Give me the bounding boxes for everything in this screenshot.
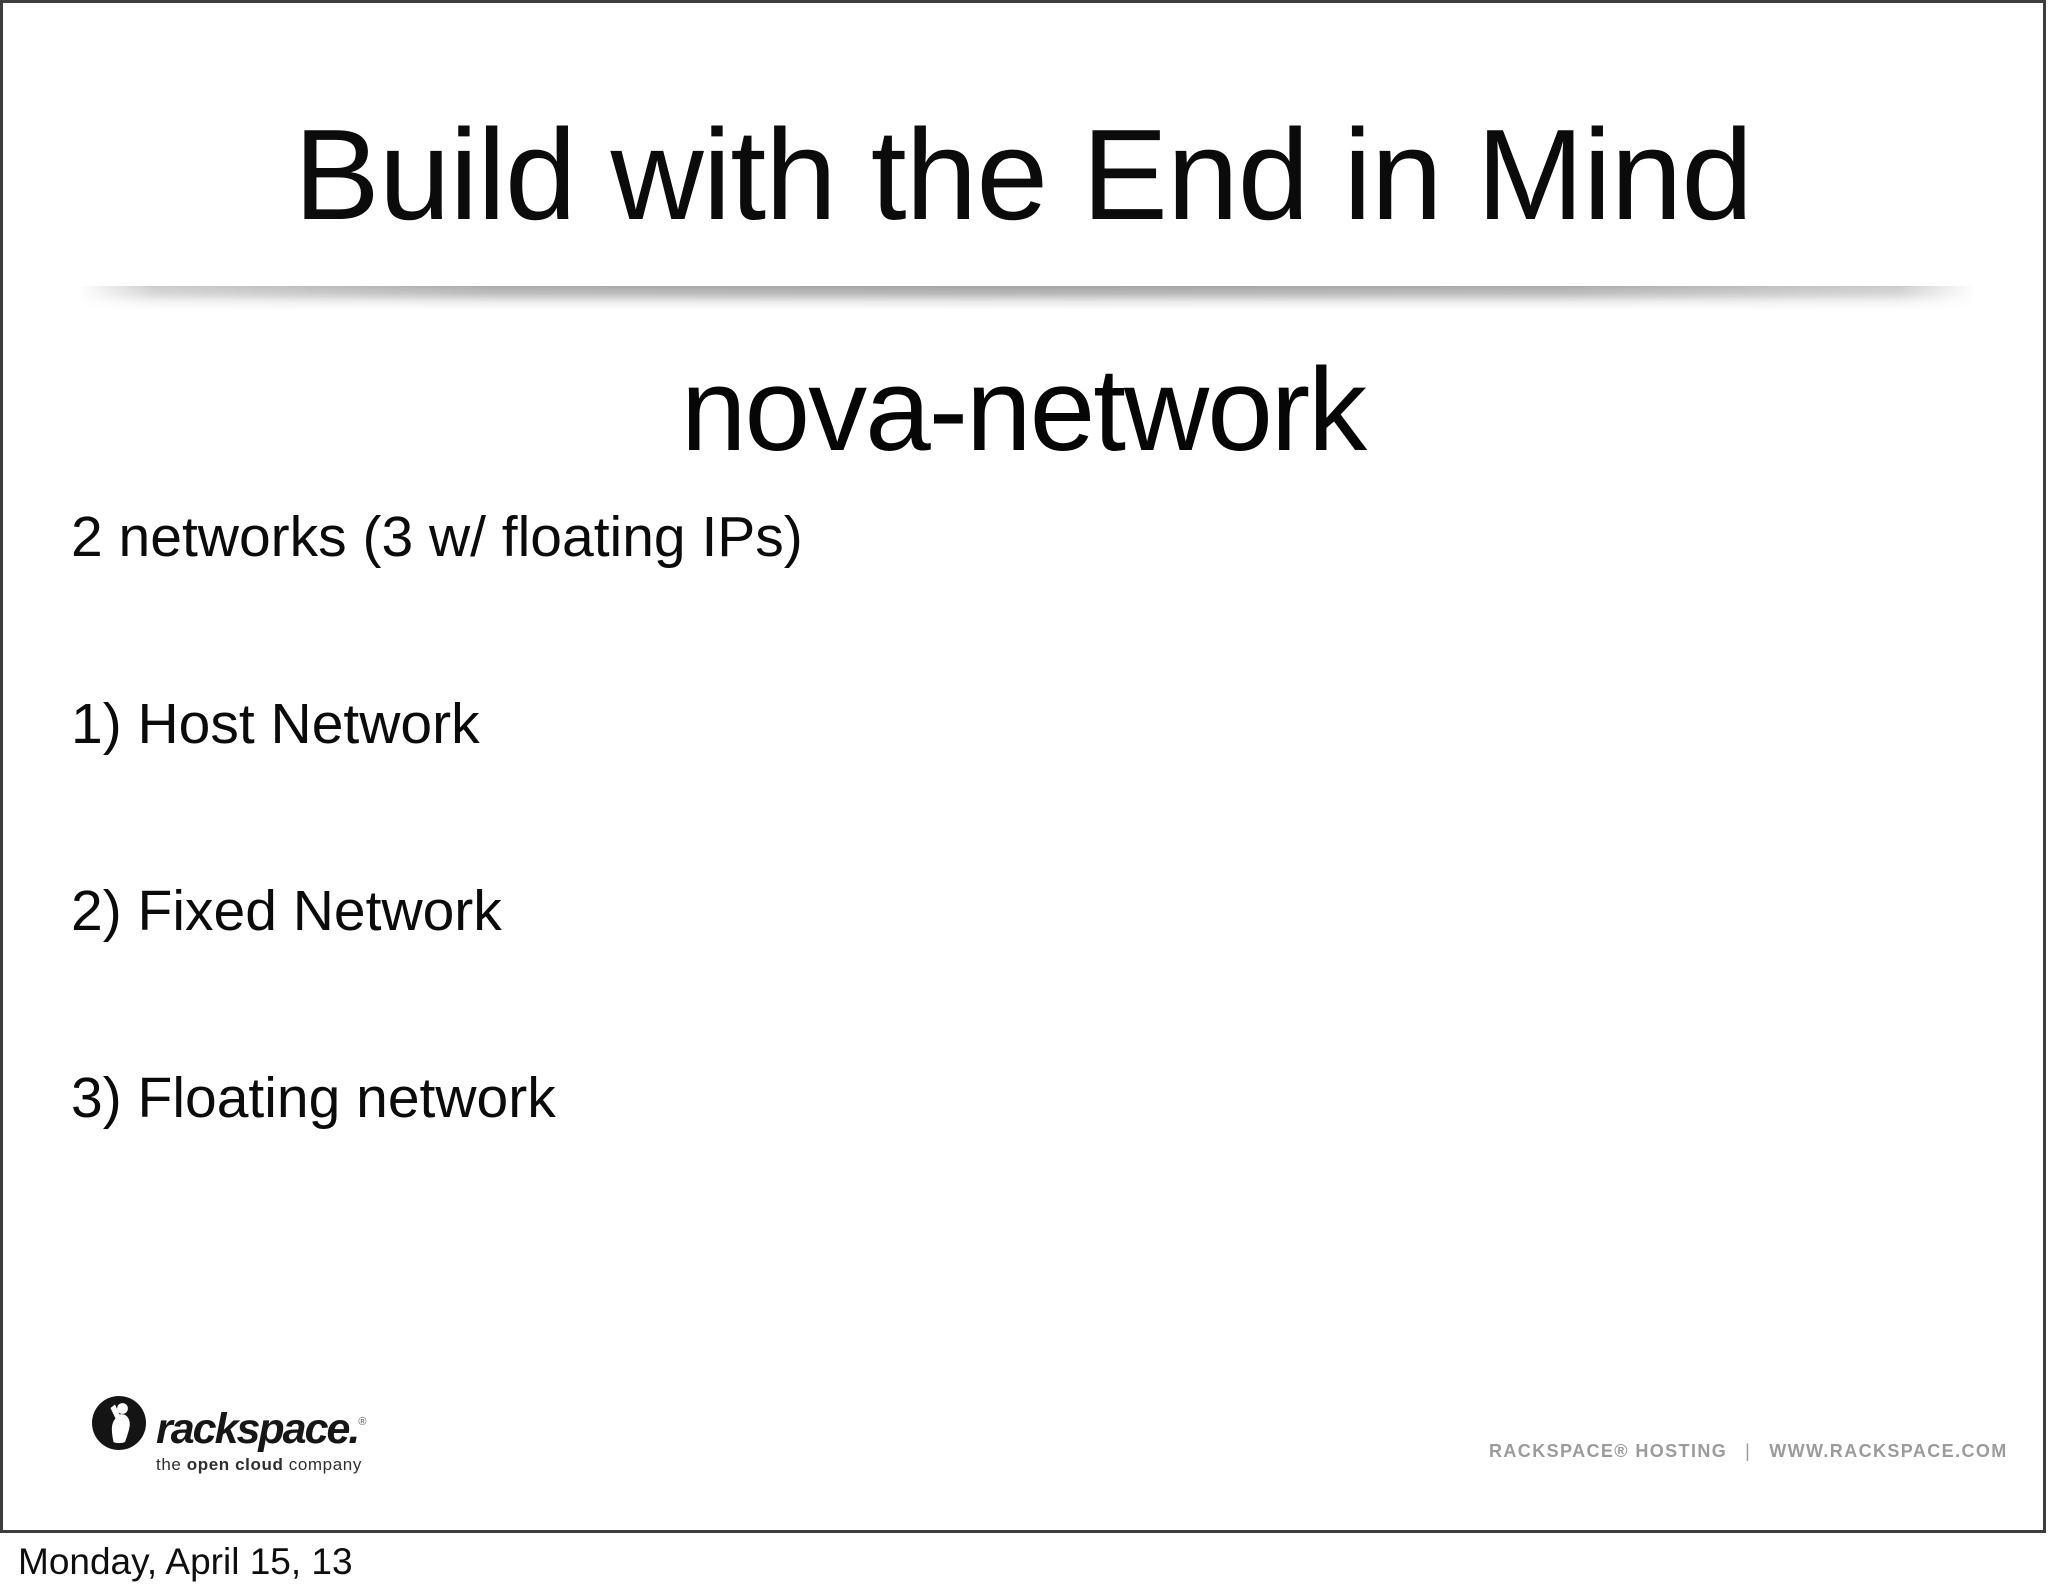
body-line-host-network: 1) Host Network <box>71 692 480 756</box>
slide-canvas: Build with the End in Mind nova-network … <box>0 0 2046 1533</box>
slide-subtitle: nova-network <box>680 344 1367 476</box>
rackspace-racker-icon <box>92 1396 146 1450</box>
body-line-floating-network: 3) Floating network <box>71 1066 556 1130</box>
export-date-label: Monday, April 15, 13 <box>18 1541 353 1582</box>
tagline-the: the <box>156 1455 187 1474</box>
footer-company-line: RACKSPACE® HOSTING | WWW.RACKSPACE.COM <box>1489 1441 2008 1462</box>
rackspace-logo: rackspace.® the open cloud company <box>91 1395 366 1475</box>
registered-mark: ® <box>358 1416 367 1428</box>
rackspace-tagline: the open cloud company <box>156 1455 366 1475</box>
rackspace-logo-text: rackspace.® the open cloud company <box>156 1408 366 1475</box>
divider-shadow-fade <box>79 286 1975 312</box>
tagline-open-cloud: open cloud <box>186 1455 284 1474</box>
footer-website-label: WWW.RACKSPACE.COM <box>1769 1441 2008 1461</box>
body-line-networks-summary: 2 networks (3 w/ floating IPs) <box>71 505 803 569</box>
slide-title: Build with the End in Mind <box>293 103 1753 247</box>
tagline-company: company <box>283 1455 362 1474</box>
footer-separator: | <box>1745 1441 1752 1461</box>
rackspace-wordmark-text: rackspace. <box>156 1405 360 1453</box>
rackspace-wordmark: rackspace.® <box>156 1408 366 1451</box>
body-line-fixed-network: 2) Fixed Network <box>71 879 502 943</box>
footer-hosting-label: RACKSPACE® HOSTING <box>1489 1441 1728 1461</box>
title-divider-shadow <box>79 286 1975 312</box>
